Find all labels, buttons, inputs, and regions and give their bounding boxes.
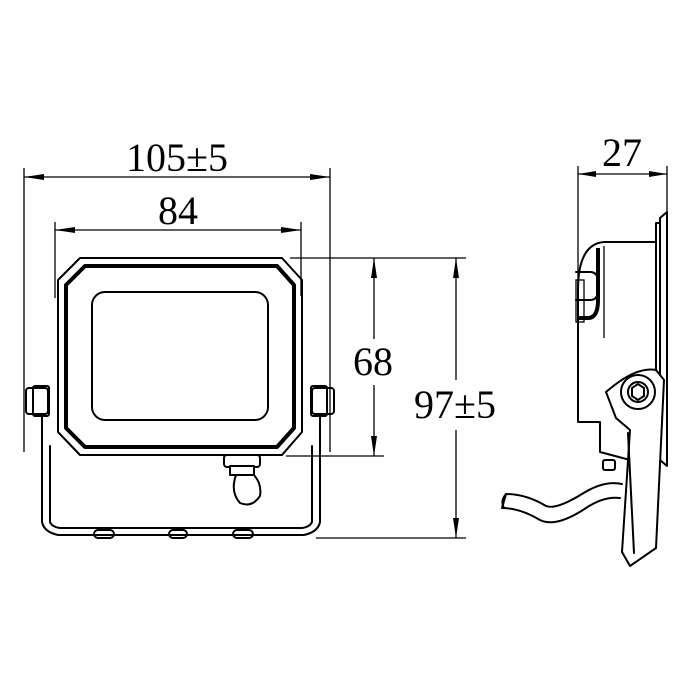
dimension-label-overall-width: 105±5 (126, 135, 228, 180)
dimension-lines (23, 166, 668, 539)
hinge-bolt (620, 374, 656, 410)
front-housing (57, 257, 303, 456)
cable-gland (223, 454, 262, 506)
side-view (501, 211, 668, 567)
front-view (25, 257, 384, 539)
bracket-mounting-holes (93, 529, 254, 539)
dimension-label-overall-height: 97±5 (414, 382, 496, 427)
front-housing-bezel (64, 264, 296, 449)
dimension-label-body-height: 68 (353, 339, 393, 384)
side-bracket-arm (605, 368, 665, 567)
dimension-label-body-width: 84 (158, 188, 198, 233)
left-bracket-knob (25, 385, 50, 447)
led-lens-window (91, 291, 269, 421)
dimension-label-depth: 27 (602, 130, 642, 175)
right-bracket-knob (310, 385, 335, 447)
front-bracket (41, 443, 321, 536)
side-housing (577, 241, 657, 461)
side-cable (501, 482, 623, 524)
